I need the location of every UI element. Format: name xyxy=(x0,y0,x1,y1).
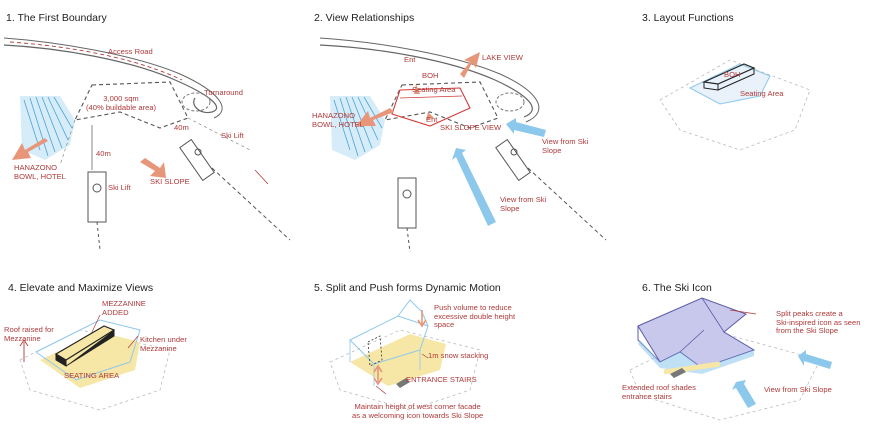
label-view-from-slope-bottom: View from Ski Slope xyxy=(500,195,547,213)
building-footprint xyxy=(391,87,471,127)
panel-title: 4. Elevate and Maximize Views xyxy=(8,282,154,294)
panel-title: 5. Split and Push forms Dynamic Motion xyxy=(314,282,501,294)
panel-split-push: 5. Split and Push forms Dynamic Motion P… xyxy=(310,270,610,425)
view-arrow-bottom xyxy=(452,148,496,226)
label-kitchen: Kitchen under Mezzanine xyxy=(140,335,187,353)
label-snow: 1m snow stacking xyxy=(428,351,489,360)
label-seating: Seating Area xyxy=(412,85,456,94)
panel-view-relationships: 2. View Relationships xyxy=(310,0,610,260)
ski-icon-massing xyxy=(629,297,832,421)
split-massing xyxy=(329,299,481,411)
panel-first-boundary: 1. The First Boundary xyxy=(0,0,291,260)
arrow-ent-top xyxy=(414,84,420,94)
label-area: 3,000 sqm (40% buildable area) xyxy=(86,94,157,112)
stairs xyxy=(396,378,410,388)
arrow-snow xyxy=(373,364,383,386)
label-boh: BOH xyxy=(724,70,741,79)
label-lake-view: LAKE VIEW xyxy=(482,53,523,62)
site-boundary xyxy=(74,81,189,129)
label-split-peaks: Split peaks create a Ski-inspired icon a… xyxy=(776,309,861,336)
mezzanine-massing xyxy=(19,314,171,411)
label-stairs: ENTRANCE STAIRS xyxy=(406,375,477,384)
label-ent-bottom: Ent xyxy=(426,115,438,124)
label-turnaround: Turnaround xyxy=(204,88,243,97)
label-ski-lift-left: Ski Lift xyxy=(108,183,131,192)
arrow-hanazono xyxy=(356,108,394,126)
label-seating: SEATING AREA xyxy=(64,371,120,380)
label-maintain: Maintain height of west corner facade as… xyxy=(352,402,484,420)
access-road xyxy=(3,44,218,114)
label-40m-left: 40m xyxy=(96,149,111,158)
arrow-ski-slope xyxy=(140,158,166,178)
label-ski-slope: SKI SLOPE xyxy=(150,177,190,186)
label-view-from-slope: View from Ski Slope xyxy=(764,385,832,394)
arrow-push-down xyxy=(417,310,427,328)
view-diagram xyxy=(319,37,607,253)
panel-elevate-views: 4. Elevate and Maximize Views MEZZANINE … xyxy=(0,270,290,425)
panel-layout-functions: 3. Layout Functions BOH Seating Area xyxy=(620,0,880,260)
label-push-volume: Push volume to reduce excessive double h… xyxy=(434,303,516,330)
label-ski-lift-right: Ski Lift xyxy=(221,131,244,140)
label-roof-raised: Roof raised for Mezzanine xyxy=(4,325,54,343)
view-arrow-bottom xyxy=(732,380,756,408)
label-hanazono: HANAZONO BOWL, HOTEL xyxy=(14,163,66,181)
ski-lift-right xyxy=(179,138,291,241)
label-ski-slope-view: SKI SLOPE VIEW xyxy=(440,123,502,132)
label-boh: BOH xyxy=(422,71,439,80)
arrow-ent-bottom xyxy=(426,112,434,120)
layout-massing xyxy=(659,59,811,151)
view-arrow-right xyxy=(506,118,546,137)
roof-outline xyxy=(35,319,141,381)
panel-title: 3. Layout Functions xyxy=(642,12,734,24)
label-extended-roof: Extended roof shades entrance stairs xyxy=(622,383,696,401)
panel-title: 1. The First Boundary xyxy=(6,12,107,24)
view-arrow-right xyxy=(798,350,832,369)
arrow-hanazono xyxy=(12,138,48,160)
label-ent-top: Ent xyxy=(404,55,416,64)
panel-title: 6. The Ski Icon xyxy=(642,282,712,294)
ski-lift-left xyxy=(87,171,107,251)
label-40m-right: 40m xyxy=(174,123,189,132)
stairs xyxy=(670,368,686,378)
turnaround xyxy=(181,92,211,112)
water-hatch xyxy=(20,96,75,160)
panel-ski-icon: 6. The Ski Icon Split peaks create a Ski… xyxy=(620,270,880,425)
label-hanazono: HANAZONO BOWL, HOTEL xyxy=(312,111,364,129)
label-access-road: Access Road xyxy=(108,47,153,56)
arrow-lake-view xyxy=(460,52,480,78)
site-plan-drawing xyxy=(3,37,291,251)
label-mezzanine: MEZZANINE ADDED xyxy=(102,299,146,317)
panel-title: 2. View Relationships xyxy=(314,12,415,24)
label-seating: Seating Area xyxy=(740,89,784,98)
seating-ground xyxy=(40,332,140,388)
label-view-from-slope-right: View from Ski Slope xyxy=(542,137,589,155)
